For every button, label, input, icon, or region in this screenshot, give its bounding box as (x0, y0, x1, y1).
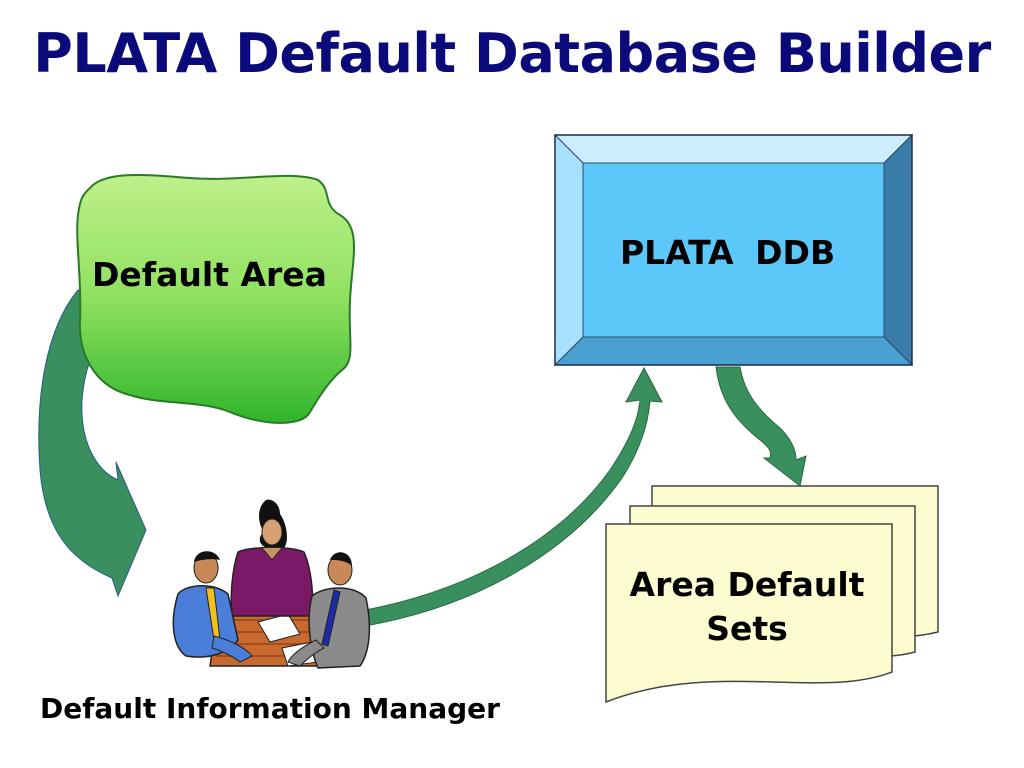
ddb-label: PLATA DDB (620, 233, 836, 272)
meeting-clipart (172, 499, 371, 669)
area-default-sets-label: Area Default Sets (629, 565, 865, 648)
default-information-manager-label: Default Information Manager (40, 692, 500, 725)
default-area-shape (76, 174, 355, 424)
area-default-sets-stack (605, 485, 939, 704)
ddb-box (553, 133, 914, 367)
default-area-label: Default Area (92, 255, 327, 294)
flow-arrow-area-to-manager (38, 289, 147, 598)
flow-arrow-manager-to-ddb (364, 366, 663, 626)
page-title: PLATA Default Database Builder (33, 22, 991, 85)
flow-arrow-ddb-to-sets (715, 366, 807, 487)
